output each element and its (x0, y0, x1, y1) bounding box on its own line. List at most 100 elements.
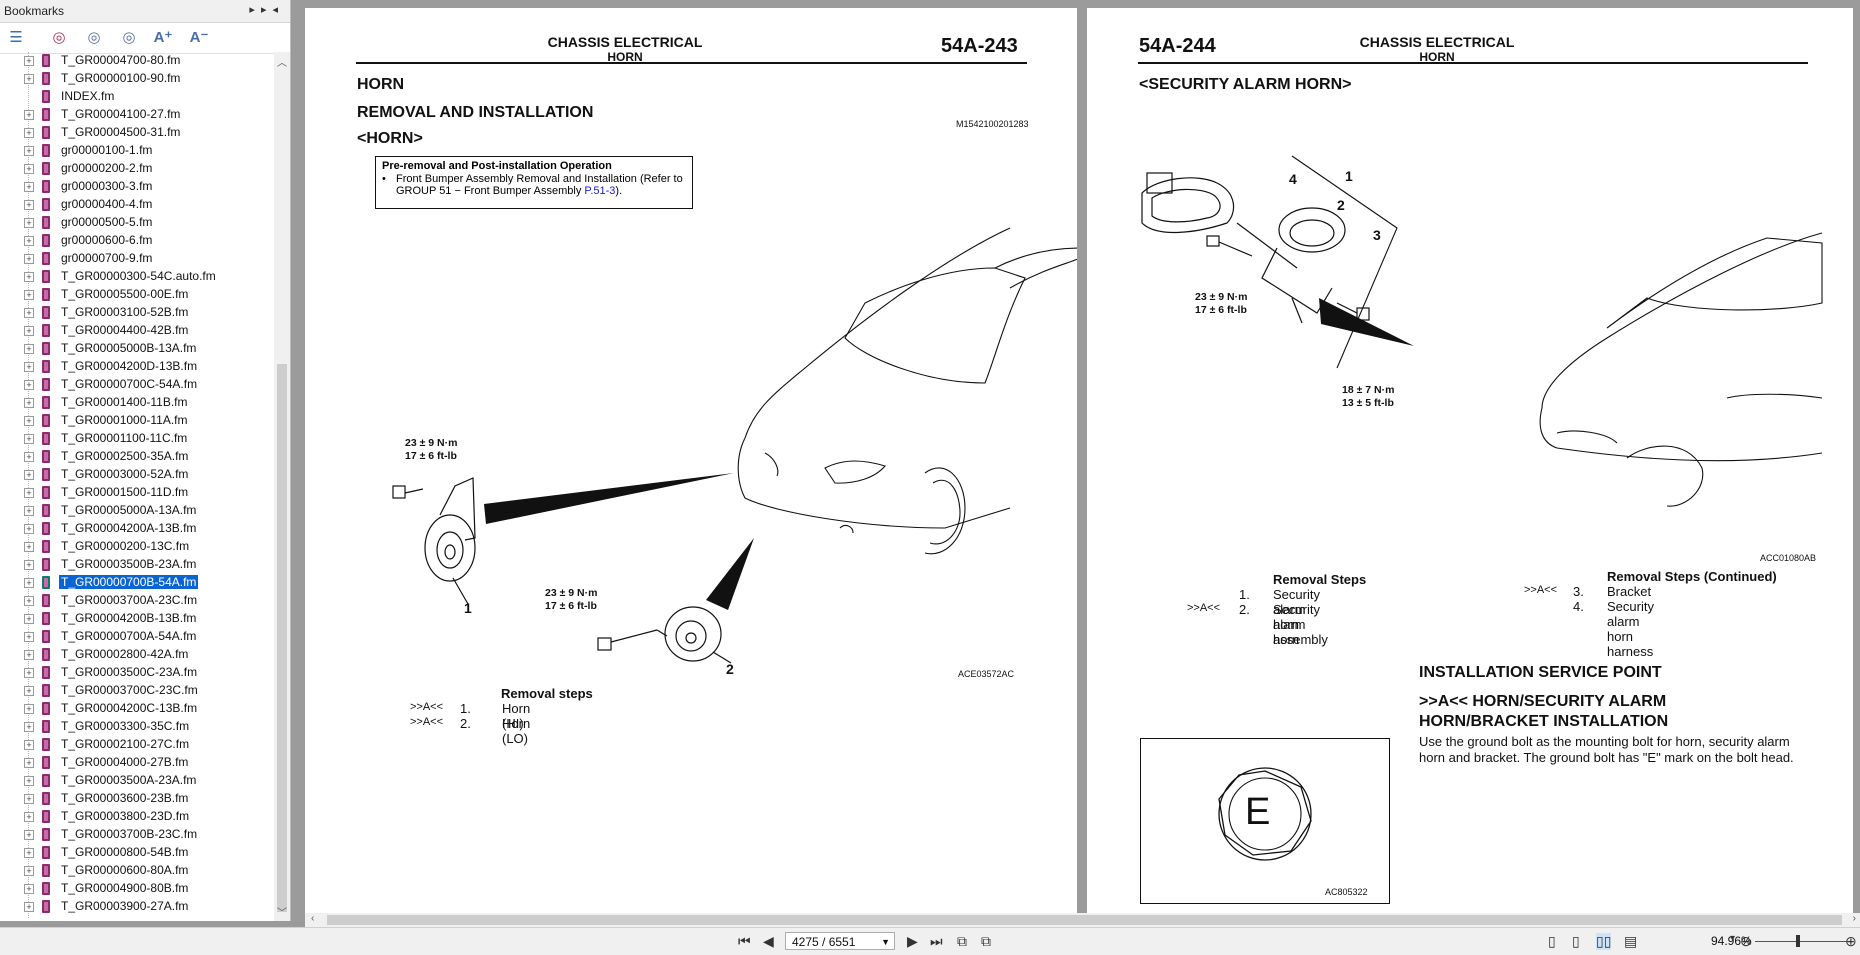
expand-icon[interactable]: + (24, 74, 34, 84)
bookmark-label[interactable]: gr00000400-4.fm (61, 197, 153, 211)
expand-icon[interactable]: + (24, 578, 34, 588)
expand-icon[interactable]: + (24, 416, 34, 426)
expand-icon[interactable]: + (24, 884, 34, 894)
bookmark-item[interactable]: + T_GR00003500A-23A.fm (0, 772, 274, 790)
expand-panel-icon[interactable]: ▸▸ (249, 4, 273, 16)
bookmark-item[interactable]: +T_GR00005000B-13A.fm (0, 340, 274, 358)
bookmark-item[interactable]: +T_GR00003700B-23C.fm (0, 826, 274, 844)
scroll-down-icon[interactable]: ﹀ (277, 908, 287, 919)
bookmark-item[interactable]: + T_GR00004200D-13B.fm (0, 358, 274, 376)
page-number-input[interactable]: 4275 / 6551▼ (785, 932, 895, 950)
bookmark-label[interactable]: T_GR00004200A-13B.fm (61, 521, 197, 535)
bookmark-label[interactable]: T_GR00005000B-13A.fm (61, 341, 197, 355)
bookmark-label[interactable]: T_GR00000100-90.fm (61, 71, 181, 85)
bookmark-item[interactable]: + T_GR00001100-11C.fm (0, 430, 274, 448)
bookmark-label[interactable]: T_GR00000700B-54A.fm (57, 574, 200, 590)
scroll-right-icon[interactable]: › (1852, 913, 1856, 924)
bookmark-label[interactable]: T_GR00003500A-23A.fm (61, 773, 197, 787)
expand-icon[interactable]: + (24, 146, 34, 156)
bookmark-label[interactable]: T_GR00005500-00E.fm (61, 287, 189, 301)
bookmark-item[interactable]: +T_GR00002500-35A.fm (0, 448, 274, 466)
expand-icon[interactable]: + (24, 110, 34, 120)
bookmark-label[interactable]: gr00000300-3.fm (61, 179, 153, 193)
bookmark-item[interactable]: +T_GR00003700C-23C.fm (0, 682, 274, 700)
bookmark-item[interactable]: +T_GR00000300-54C.auto.fm (0, 268, 274, 286)
bookmark-item[interactable]: +T_GR00004700-80.fm (0, 52, 274, 70)
scroll-left-icon[interactable]: ‹ (311, 913, 315, 924)
bookmark-item[interactable]: +T_GR00004500-31.fm (0, 124, 274, 142)
panel-controls[interactable]: ▸▸◂ (249, 3, 284, 16)
page-dropdown-icon[interactable]: ▼ (881, 937, 890, 947)
bookmark-item[interactable]: + T_GR00000700C-54A.fm (0, 376, 274, 394)
expand-icon[interactable]: + (24, 776, 34, 786)
bookmark-label[interactable]: gr00000200-2.fm (61, 161, 153, 175)
bookmark-item[interactable]: + T_GR00004000-27B.fm (0, 754, 274, 772)
expand-icon[interactable]: + (24, 290, 34, 300)
bookmark-item[interactable]: + gr00000300-3.fm (0, 178, 274, 196)
bookmark-label[interactable]: T_GR00001500-11D.fm (61, 485, 189, 499)
bookmark-item[interactable]: +T_GR00003100-52B.fm (0, 304, 274, 322)
expand-icon[interactable]: + (24, 650, 34, 660)
bookmark-item[interactable]: +T_GR00002100-27C.fm (0, 736, 274, 754)
bookmark-label[interactable]: T_GR00004000-27B.fm (61, 755, 189, 769)
bookmark-item[interactable]: +T_GR00003500B-23A.fm (0, 556, 274, 574)
bookmark-item[interactable]: + T_GR00004900-80B.fm (0, 880, 274, 898)
bookmark-label[interactable]: T_GR00004900-80B.fm (61, 881, 189, 895)
bookmark-label[interactable]: gr00000600-6.fm (61, 233, 153, 247)
bookmark-item[interactable]: +gr00000500-5.fm (0, 214, 274, 232)
bookmark-item[interactable]: +T_GR00003800-23D.fm (0, 808, 274, 826)
add-bookmark-icon[interactable]: ◎ (52, 29, 66, 46)
bookmark-label[interactable]: T_GR00001400-11B.fm (61, 395, 188, 409)
bookmark-label[interactable]: gr00000100-1.fm (61, 143, 153, 157)
previous-view-icon[interactable]: ⧉ (957, 933, 967, 949)
bookmark-label[interactable]: T_GR00003000-52A.fm (61, 467, 189, 481)
expand-icon[interactable]: + (24, 542, 34, 552)
bookmark-label[interactable]: T_GR00004200D-13B.fm (61, 359, 198, 373)
bookmarks-scrollbar[interactable]: ︿ ﹀ (274, 52, 290, 921)
expand-icon[interactable]: + (24, 524, 34, 534)
expand-icon[interactable]: + (24, 686, 34, 696)
bookmark-label[interactable]: INDEX.fm (61, 89, 115, 103)
bookmark-item[interactable]: +T_GR00003900-27A.fm (0, 898, 274, 916)
bookmark-label[interactable]: T_GR00004400-42B.fm (61, 323, 189, 337)
bookmark-label[interactable]: T_GR00000600-80A.fm (61, 863, 189, 877)
bookmark-label[interactable]: T_GR00000700A-54A.fm (61, 629, 197, 643)
bookmark-item[interactable]: + T_GR00005500-00E.fm (0, 286, 274, 304)
bookmark-item[interactable]: + gr00000100-1.fm (0, 142, 274, 160)
bookmark-label[interactable]: T_GR00003700A-23C.fm (61, 593, 198, 607)
bookmark-options-icon[interactable]: ☰ (9, 29, 23, 46)
bookmark-label[interactable]: T_GR00003900-27A.fm (61, 899, 189, 913)
bookmark-label[interactable]: T_GR00003700B-23C.fm (61, 827, 198, 841)
expand-icon[interactable]: + (24, 434, 34, 444)
expand-icon[interactable]: + (24, 200, 34, 210)
expand-icon[interactable]: + (24, 812, 34, 822)
horizontal-scrollbar[interactable]: ‹ › (305, 913, 1860, 927)
expand-icon[interactable]: + (24, 362, 34, 372)
scroll-thumb[interactable] (277, 364, 287, 912)
bookmark-item[interactable]: +T_GR00000600-80A.fm (0, 862, 274, 880)
bookmark-item[interactable]: +gr00000700-9.fm (0, 250, 274, 268)
expand-icon[interactable]: + (24, 182, 34, 192)
expand-icon[interactable]: + (24, 164, 34, 174)
expand-icon[interactable]: + (24, 758, 34, 768)
bookmark-label[interactable]: gr00000500-5.fm (61, 215, 153, 229)
bookmark-item[interactable]: +T_GR00003500C-23A.fm (0, 664, 274, 682)
note-link[interactable]: P.51-3 (584, 185, 616, 197)
bookmark-item[interactable]: +T_GR00002800-42A.fm (0, 646, 274, 664)
bookmark-label[interactable]: T_GR00001000-11A.fm (61, 413, 188, 427)
zoom-slider[interactable] (1755, 941, 1850, 942)
bookmark-label[interactable]: T_GR00001100-11C.fm (61, 431, 188, 445)
expand-icon[interactable]: + (24, 794, 34, 804)
expand-icon[interactable]: + (24, 560, 34, 570)
bookmark-item[interactable]: + T_GR00000700B-54A.fm (0, 574, 274, 592)
zoom-in-icon[interactable]: ⊕ (1845, 933, 1857, 949)
decrease-font-icon[interactable]: A⁻ (189, 29, 209, 46)
bookmark-item[interactable]: +T_GR00003600-23B.fm (0, 790, 274, 808)
bookmark-item[interactable]: + T_GR00004200A-13B.fm (0, 520, 274, 538)
expand-icon[interactable]: + (24, 380, 34, 390)
expand-icon[interactable]: + (24, 398, 34, 408)
next-page-icon[interactable]: ▶ (907, 933, 918, 949)
bookmark-item[interactable]: +T_GR00004200B-13B.fm (0, 610, 274, 628)
bookmark-label[interactable]: T_GR00000700C-54A.fm (61, 377, 198, 391)
bookmark-label[interactable]: T_GR00003500C-23A.fm (61, 665, 198, 679)
